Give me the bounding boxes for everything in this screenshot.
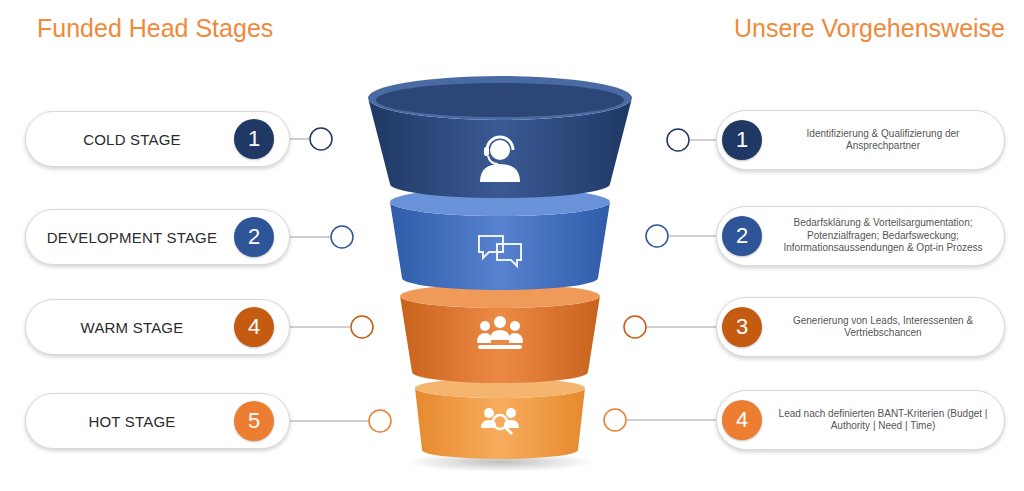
step-description: Identifizierung & Qualifizierung der Ans…	[769, 111, 997, 169]
stage-pill: WARM STAGE 4	[25, 299, 290, 355]
callout-number: 1	[736, 127, 748, 153]
stage-name: COLD STAGE	[34, 112, 230, 166]
stage-pill: HOT STAGE 5	[25, 393, 290, 449]
stage-pill: COLD STAGE 1	[25, 111, 290, 167]
callout-number: 2	[248, 224, 260, 250]
callout-number: 1	[248, 126, 260, 152]
step-description: Bedarfsklärung & Vorteilsargumentation; …	[769, 207, 997, 265]
step-number: 4	[234, 307, 274, 347]
callout-number: 2	[736, 223, 748, 249]
callout-number: 3	[736, 314, 748, 340]
diagram-title: Funded Head Stages	[37, 14, 273, 43]
step-number: 4	[722, 400, 762, 440]
callout-number: 5	[248, 408, 260, 434]
step-number: 2	[234, 217, 274, 257]
step-number: 3	[722, 307, 762, 347]
callout-number: 4	[248, 314, 260, 340]
step-description: Lead nach definierten BANT-Kriterien (Bu…	[769, 391, 997, 449]
step-pill: Generierung von Leads, Interessenten & V…	[716, 297, 1005, 357]
stage-pill: DEVELOPMENT STAGE 2	[25, 209, 290, 265]
stage-name: DEVELOPMENT STAGE	[34, 210, 230, 264]
step-pill: Lead nach definierten BANT-Kriterien (Bu…	[716, 390, 1005, 450]
column-heading: Unsere Vorgehensweise	[734, 14, 1005, 43]
step-pill: Bedarfsklärung & Vorteilsargumentation; …	[716, 206, 1005, 266]
step-number: 1	[722, 120, 762, 160]
step-description: Generierung von Leads, Interessenten & V…	[769, 298, 997, 356]
callout-number: 4	[736, 407, 748, 433]
step-number: 5	[234, 401, 274, 441]
step-pill: Identifizierung & Qualifizierung der Ans…	[716, 110, 1005, 170]
stage-name: HOT STAGE	[34, 394, 230, 448]
step-number: 2	[722, 216, 762, 256]
step-number: 1	[234, 119, 274, 159]
stage-name: WARM STAGE	[34, 300, 230, 354]
